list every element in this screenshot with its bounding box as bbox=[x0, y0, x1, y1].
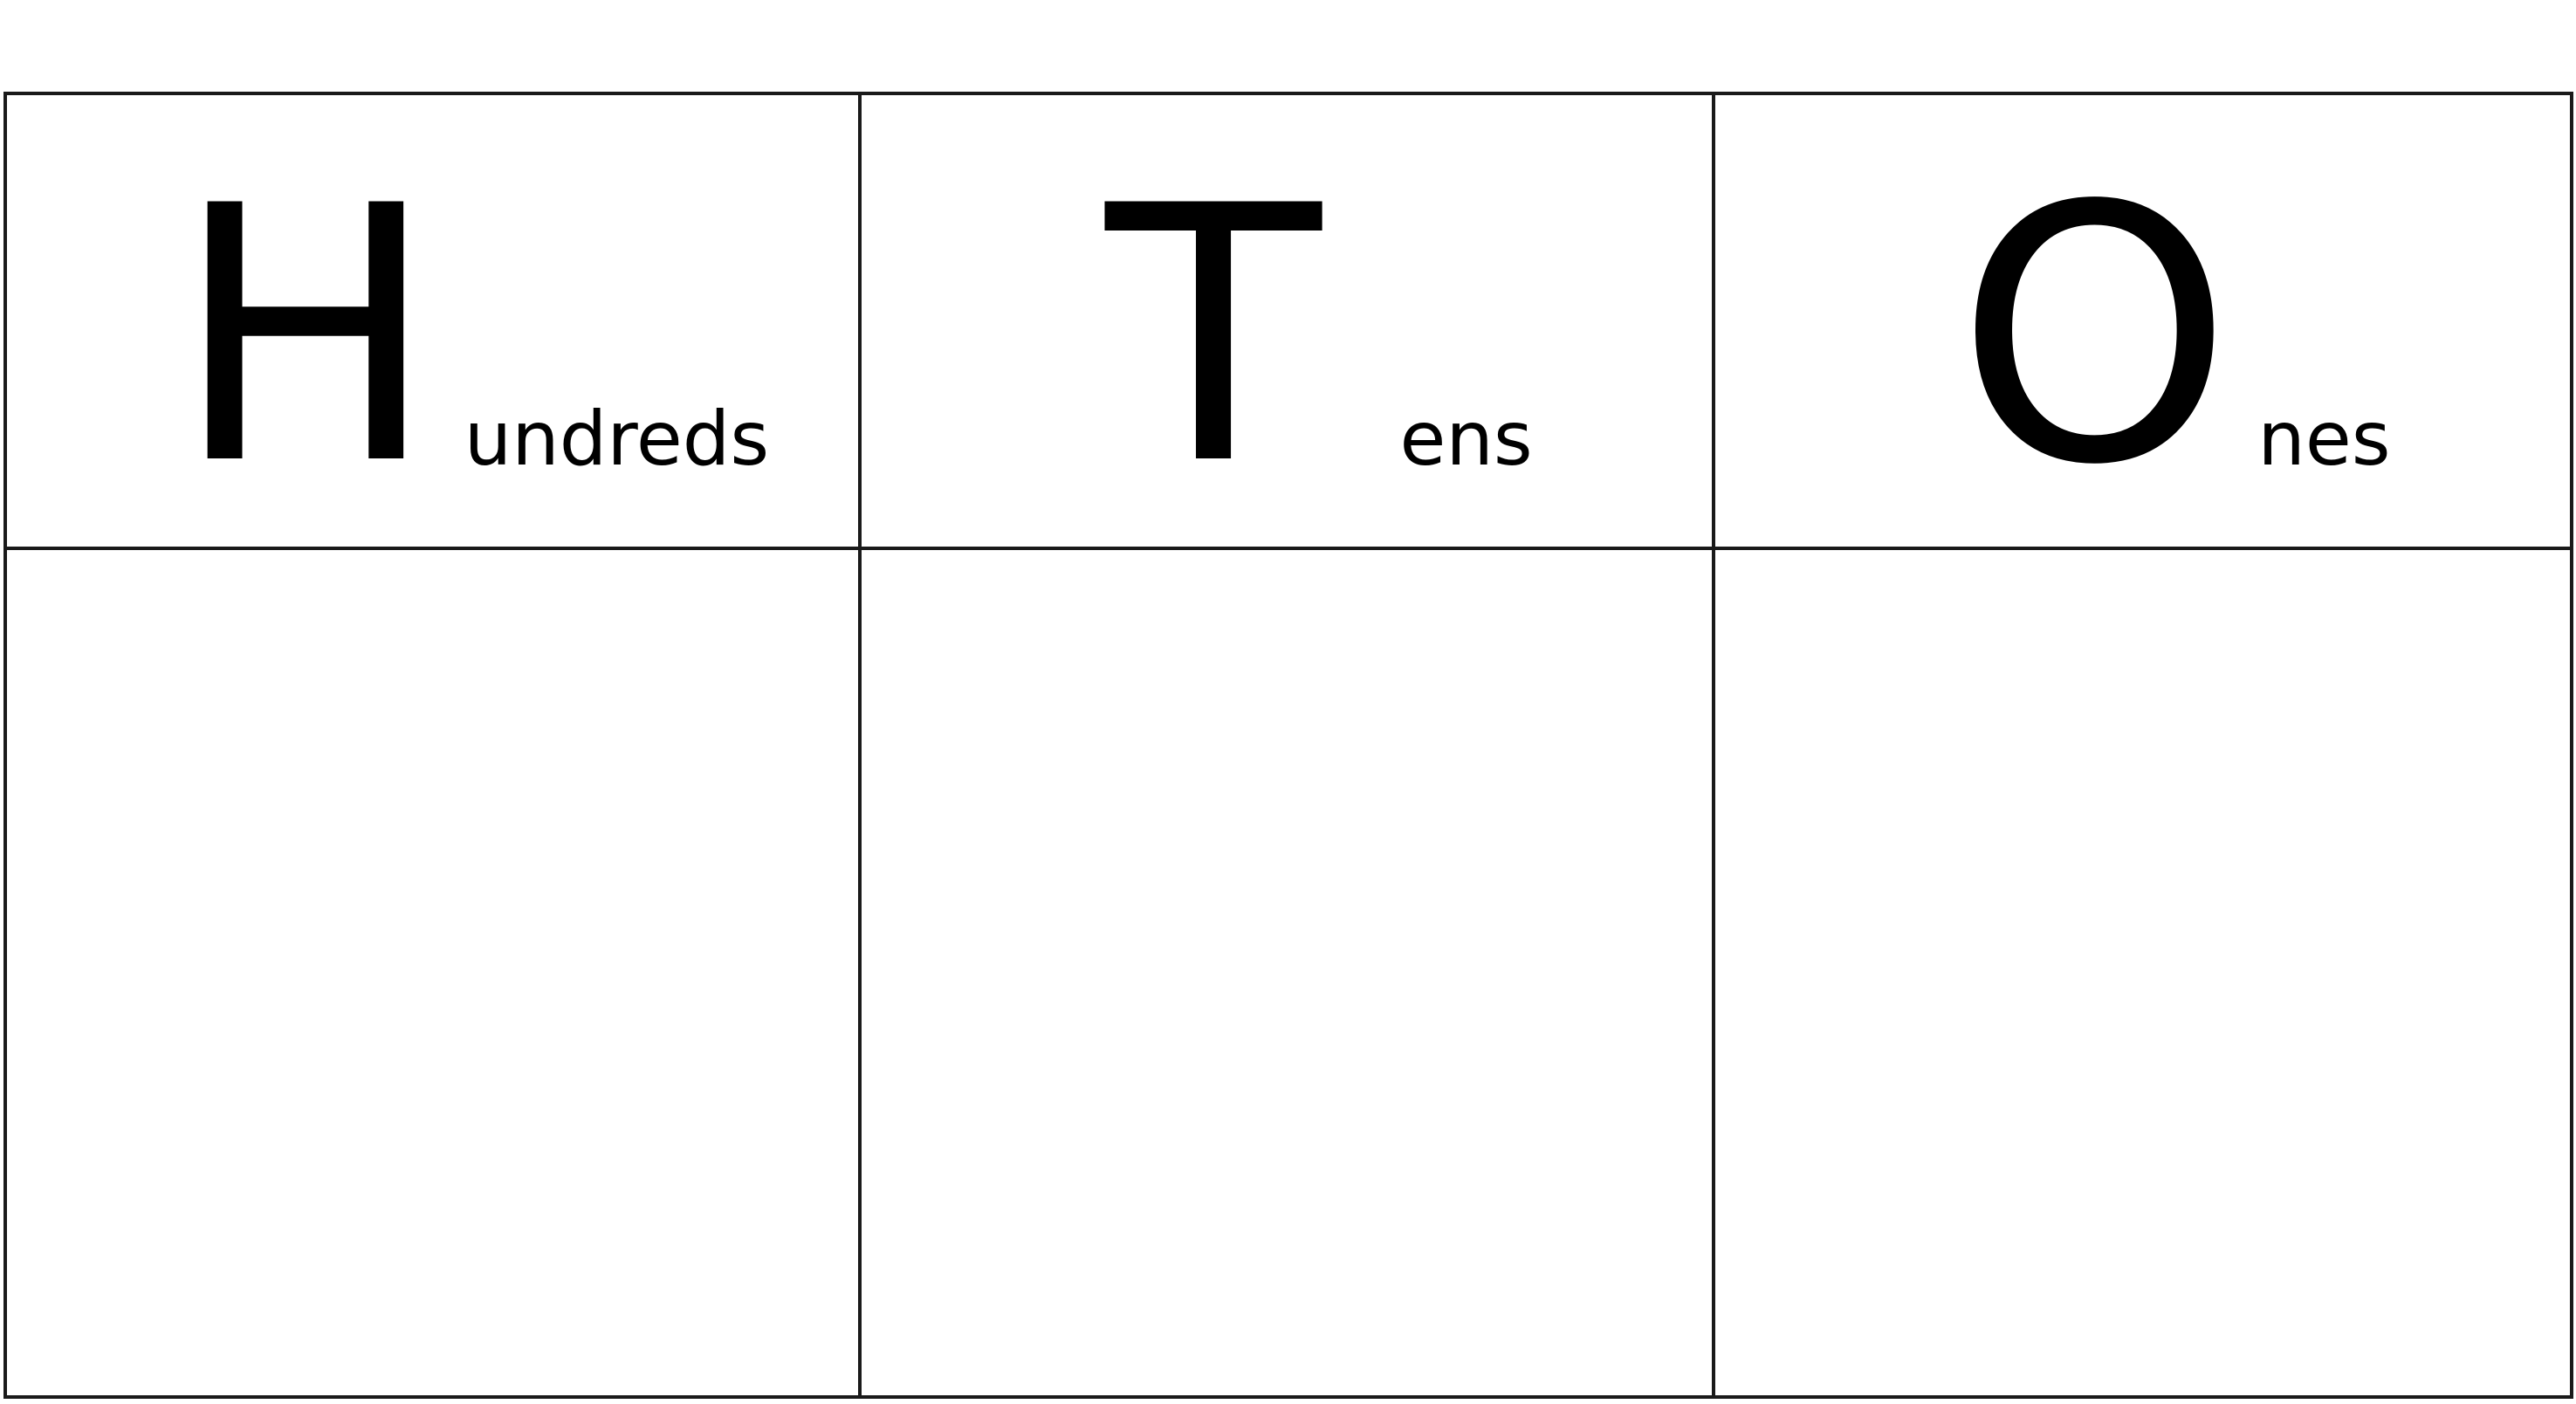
heading-rest-ones: nes bbox=[2257, 396, 2391, 483]
heading-rest-hundreds: undreds bbox=[464, 396, 770, 483]
heading-rest-tens: ens bbox=[1399, 396, 1533, 483]
body-cell-ones bbox=[1715, 550, 2570, 1395]
heading-letter-hundreds: H bbox=[173, 132, 438, 543]
heading-letter-tens: T bbox=[1105, 132, 1322, 543]
body-cell-tens bbox=[862, 550, 1716, 1395]
body-cell-hundreds bbox=[7, 550, 862, 1395]
heading-letter-ones: O bbox=[1955, 132, 2234, 543]
